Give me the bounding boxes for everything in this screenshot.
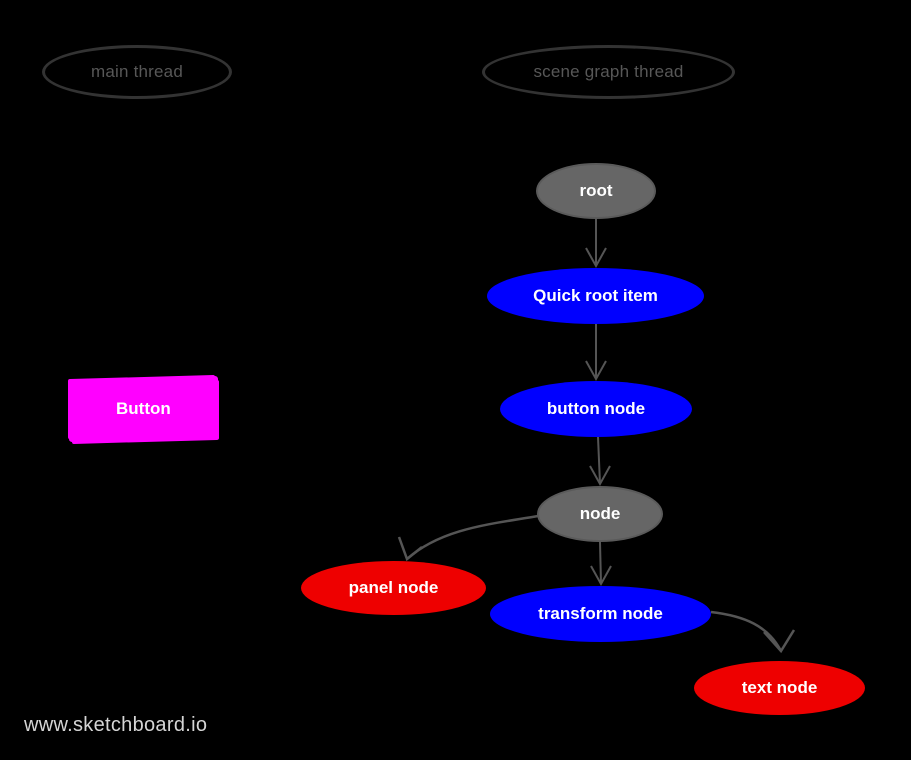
- node-transform-node-label: transform node: [538, 603, 663, 623]
- lane-scene-graph-thread[interactable]: scene graph thread: [482, 45, 735, 99]
- node-transform-node[interactable]: transform node: [490, 586, 711, 642]
- edge-root-to-quick-root-item: [585, 219, 607, 269]
- shape-button-label: Button: [116, 398, 171, 418]
- lane-scene-graph-thread-label: scene graph thread: [533, 61, 684, 81]
- shape-button[interactable]: Button: [69, 375, 218, 443]
- node-quick-root-item[interactable]: Quick root item: [487, 268, 704, 324]
- edge-button-node-to-node: [589, 436, 611, 487]
- watermark: www.sketchboard.io: [24, 714, 208, 736]
- node-root-label: root: [579, 180, 613, 200]
- node-panel-node-label: panel node: [348, 577, 439, 597]
- lane-main-thread-label: main thread: [91, 61, 183, 81]
- edge-node-to-panel-node: [397, 514, 539, 562]
- edge-quick-root-item-to-button-node: [585, 324, 607, 382]
- node-node-label: node: [579, 503, 621, 523]
- lane-main-thread[interactable]: main thread: [42, 45, 232, 99]
- edge-node-to-transform-node: [590, 541, 612, 587]
- node-quick-root-item-label: Quick root item: [533, 285, 658, 305]
- edge-transform-node-to-text-node: [710, 610, 796, 654]
- node-text-node-label: text node: [741, 677, 818, 697]
- node-panel-node[interactable]: panel node: [301, 561, 486, 615]
- node-button-node-label: button node: [546, 398, 646, 418]
- node-root[interactable]: root: [536, 163, 656, 219]
- node-button-node[interactable]: button node: [500, 381, 692, 437]
- node-text-node[interactable]: text node: [694, 661, 865, 715]
- node-node[interactable]: node: [537, 486, 663, 542]
